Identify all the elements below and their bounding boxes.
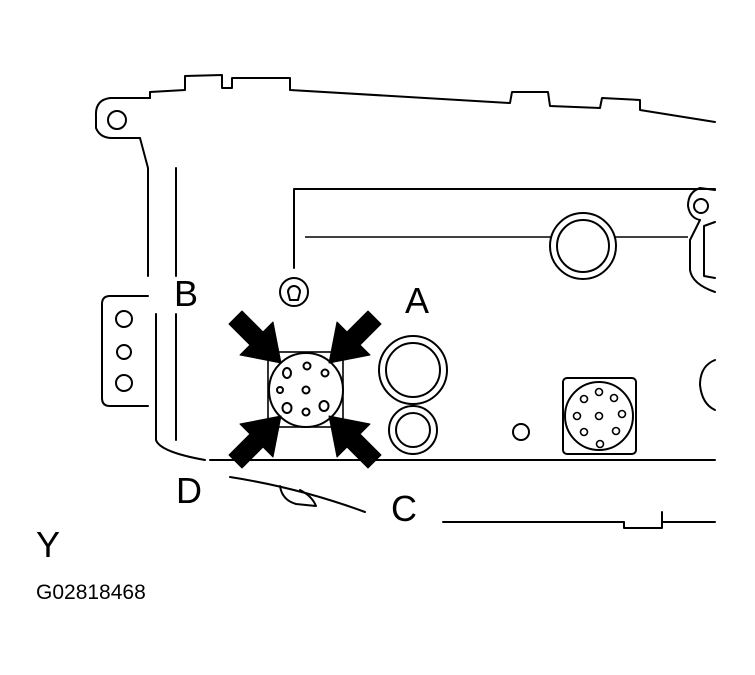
callout-d: D [176,470,202,511]
callout-b: B [174,273,198,314]
right-bracket-hole [693,198,709,214]
arrow-top-left [228,310,282,364]
bracket-hole-1 [115,310,133,328]
lower-curved-edge [229,476,366,513]
lower-right-edge [442,511,716,529]
left-ear-hole [107,110,127,130]
port-a-upper-outer [378,335,448,405]
right-edge-round [699,359,716,411]
housing-top-outline [149,74,716,123]
port-a-upper-inner [385,342,441,398]
bracket-hole-3 [115,374,133,392]
target-connector-pins [276,361,330,417]
right-connector-face [564,381,634,451]
port-a-lower-inner [395,412,431,448]
right-connector-housing [562,377,637,455]
left-side-bracket [101,295,149,407]
callout-c: C [391,488,417,529]
upper-round-port-outer [549,212,617,280]
bracket-hole-2 [116,344,132,360]
inner-panel-outline [293,188,716,269]
callout-a: A [405,280,429,321]
arrow-bottom-right [328,415,382,469]
port-a-lower-outer [388,405,438,455]
right-edge-detail [703,221,716,279]
left-mounting-ear [94,97,151,255]
arrow-top-right [328,310,382,364]
target-connector-face [268,352,344,428]
right-upper-bracket [687,187,716,293]
figure-code: G02818468 [36,581,146,604]
upper-round-port-inner [556,219,610,273]
small-hole [512,423,530,441]
right-connector-pins [572,387,627,449]
keyhole-slot [287,285,301,301]
lower-tab [279,485,317,507]
view-label: Y [36,524,60,565]
left-wall-lower [155,313,206,461]
arrow-bottom-left [228,415,282,469]
keyhole-outer [279,277,309,307]
